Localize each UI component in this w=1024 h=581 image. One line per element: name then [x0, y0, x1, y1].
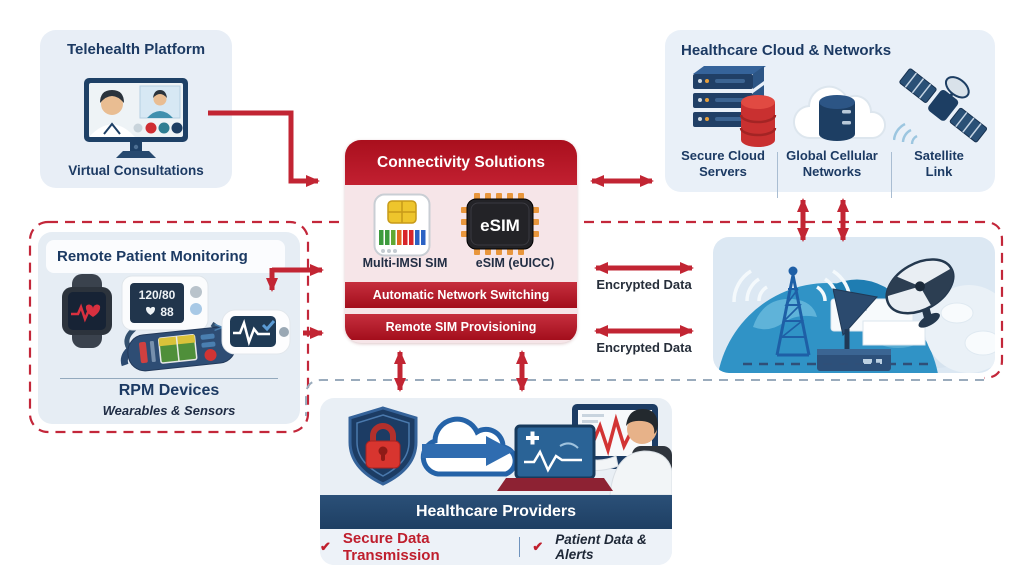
- providers-footer: ✔ Secure Data Transmission ✔ Patient Dat…: [320, 529, 672, 565]
- connectivity-solutions-panel: Connectivity Solutions: [345, 140, 577, 343]
- shield-lock-icon: [348, 406, 418, 486]
- healthcare-cloud-panel: Healthcare Cloud & Networks: [665, 30, 995, 198]
- esim-euicc-label: eSIM (eUICC): [475, 256, 555, 270]
- cloud-transfer-icon: [420, 416, 518, 477]
- cloud-title: Healthcare Cloud & Networks: [681, 42, 892, 59]
- telehealth-title: Telehealth Platform: [66, 41, 206, 58]
- footer-divider: [519, 537, 521, 557]
- encrypted-data-label-top: Encrypted Data: [596, 277, 692, 292]
- check-icon: ✔: [532, 539, 544, 554]
- cloud-item-servers-label: Secure Cloud Servers: [681, 148, 765, 179]
- encrypted-data-label-bottom: Encrypted Data: [596, 340, 692, 355]
- laptop-icon: [497, 424, 613, 491]
- cloud-item-cellular-label: Global Cellular Networks: [786, 148, 878, 179]
- rpm-divider: [60, 378, 278, 379]
- blood-pressure-monitor-icon: 120/80 88: [121, 275, 209, 331]
- telehealth-platform-panel: Telehealth Platform Virtual Consultation…: [40, 30, 232, 188]
- cloud-divider: [891, 152, 892, 198]
- cellular-network-cloud-icon: [793, 85, 886, 141]
- video-call-monitor-icon: [84, 78, 188, 158]
- rpm-devices-label: RPM Devices: [118, 382, 220, 399]
- ecg-device-icon: [221, 309, 291, 355]
- clinician-illustration: [574, 409, 672, 495]
- chevron-right-icon: >: [214, 319, 222, 335]
- svg-text:eSIM: eSIM: [480, 216, 520, 235]
- feature-automatic-network-switching: Automatic Network Switching: [345, 282, 577, 308]
- rpm-devices-sublabel: Wearables & Sensors: [102, 403, 236, 418]
- connectivity-title: Connectivity Solutions: [345, 140, 577, 185]
- smartwatch-icon: [62, 274, 112, 348]
- feature-remote-sim-provisioning: Remote SIM Provisioning: [345, 314, 577, 340]
- rpm-title: Remote Patient Monitoring: [46, 240, 285, 273]
- esim-chip-icon: eSIM: [461, 193, 539, 255]
- ground-antenna-icon: [817, 288, 891, 371]
- satellite-icon: [893, 68, 988, 145]
- satellite-dish-icon: [885, 258, 955, 328]
- cloud-divider: [777, 152, 778, 198]
- remote-patient-monitoring-panel: Remote Patient Monitoring 120/80 88: [38, 232, 300, 424]
- secure-servers-icon: [693, 66, 777, 147]
- providers-illustration: [348, 404, 672, 495]
- cell-tower-icon: [775, 266, 811, 357]
- cloud-item-satellite-label: Satellite Link: [914, 148, 964, 179]
- healthcare-providers-panel: Healthcare Providers ✔ Secure Data Trans…: [320, 398, 672, 565]
- providers-title-banner: Healthcare Providers: [320, 495, 672, 529]
- multi-imsi-sim-icon: [373, 193, 431, 257]
- rpm-devices-illustration: 120/80 88 >: [62, 274, 291, 372]
- telehealth-caption: Virtual Consultations: [68, 163, 204, 178]
- patient-data-alerts-label: Patient Data & Alerts: [555, 532, 647, 562]
- check-icon: ✔: [320, 539, 331, 554]
- globe-network-illustration: [718, 258, 995, 373]
- multi-imsi-sim-label: Multi-IMSI SIM: [362, 256, 448, 270]
- global-network-panel: [713, 237, 995, 373]
- secure-data-transmission-label: Secure Data Transmission: [342, 530, 440, 564]
- svg-text:120/80: 120/80: [139, 288, 176, 302]
- svg-text:88: 88: [160, 305, 174, 319]
